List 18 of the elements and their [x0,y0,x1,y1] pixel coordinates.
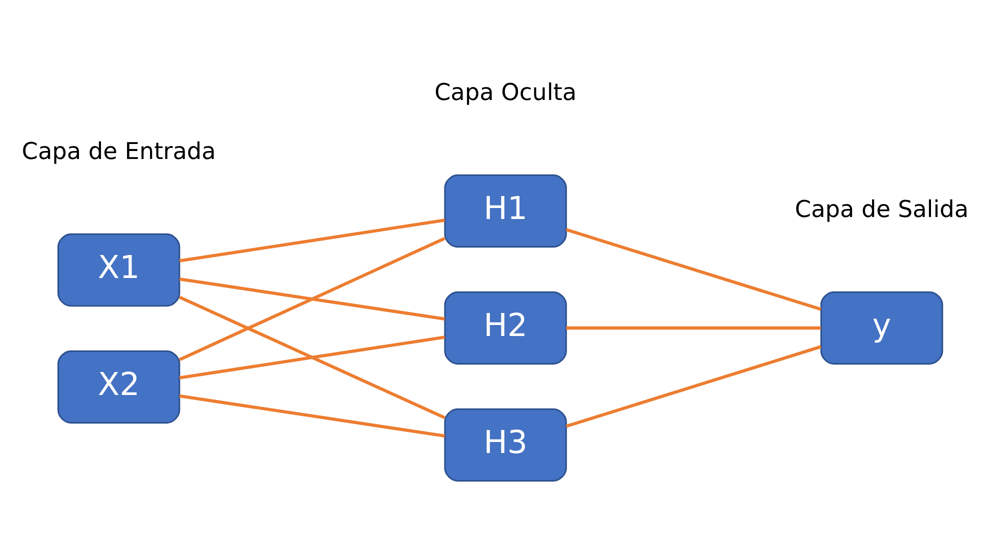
node-box: H3 [444,408,567,482]
connector [179,335,445,379]
connector [178,295,446,419]
connector [179,276,445,320]
connector [566,344,822,428]
connector [566,326,821,330]
node-box: y [820,290,944,364]
node-box: H1 [444,174,567,248]
connector [179,218,445,262]
connector [179,394,445,437]
node-box: X2 [57,350,180,424]
connector [566,228,822,310]
connector [178,236,446,361]
label: Capa de Entrada [22,137,216,164]
node-box: H2 [444,290,567,364]
label: Capa Oculta [434,78,577,106]
node-box: X1 [57,232,180,306]
label: Capa de Salida [794,195,969,222]
